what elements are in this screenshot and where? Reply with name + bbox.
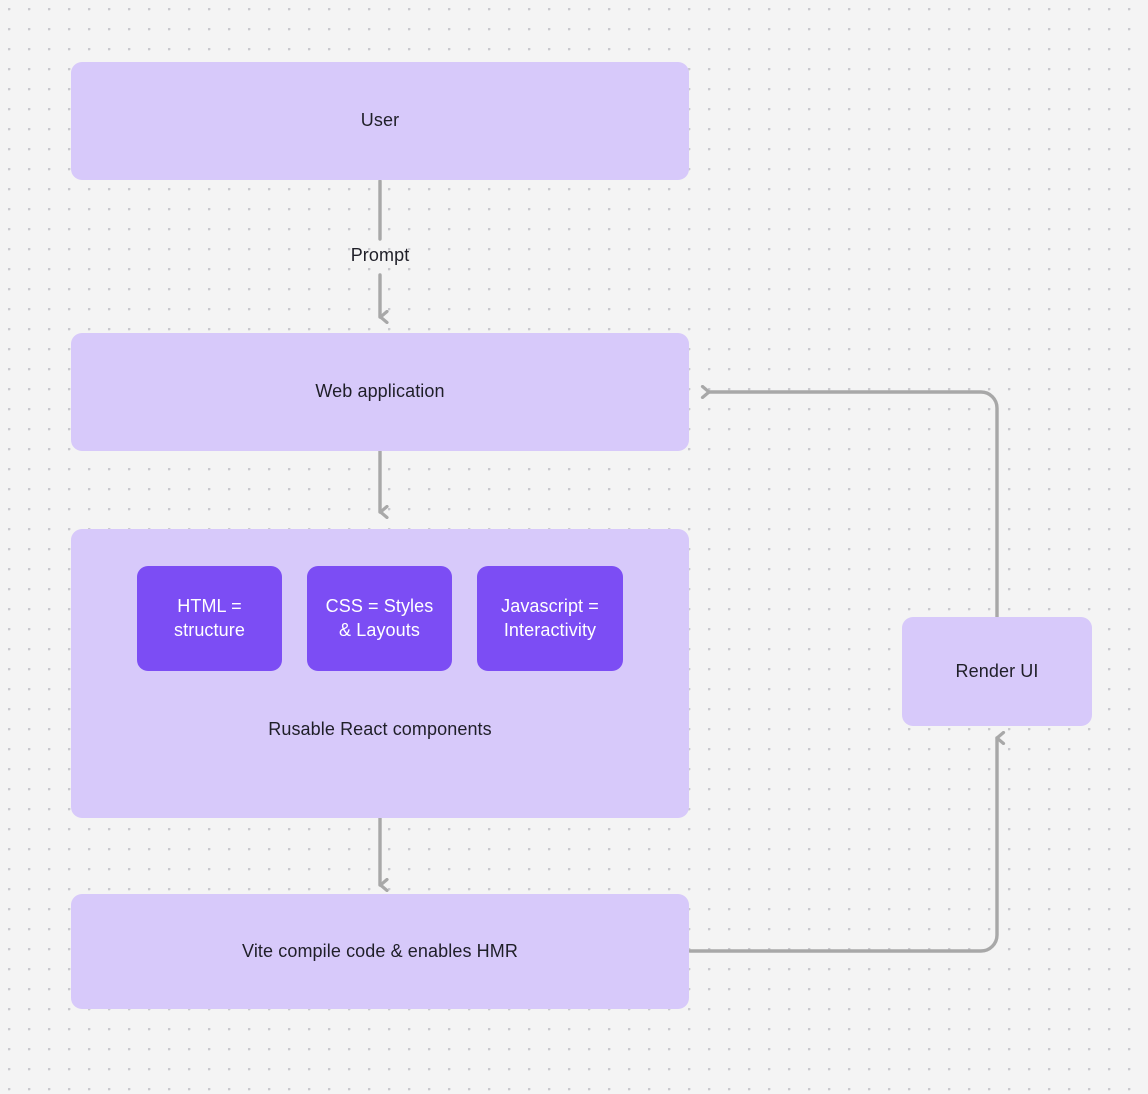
edge-vite-to-render-ui <box>688 738 997 953</box>
chip-javascript[interactable]: Javascript = Interactivity <box>477 566 623 671</box>
node-web-application-label: Web application <box>315 381 445 402</box>
node-user[interactable]: User <box>71 62 689 180</box>
chip-css[interactable]: CSS = Styles & Layouts <box>307 566 452 671</box>
node-render-ui-label: Render UI <box>955 660 1039 681</box>
components-group-caption: Rusable React components <box>268 719 492 739</box>
edge-render-ui-to-web-application <box>709 392 999 619</box>
chip-html[interactable]: HTML = structure <box>137 566 282 671</box>
chip-javascript-label: Javascript = Interactivity <box>501 595 599 640</box>
node-render-ui[interactable]: Render UI <box>902 617 1092 726</box>
node-user-label: User <box>360 110 400 131</box>
chip-html-label: HTML = structure <box>174 595 245 640</box>
node-vite-label: Vite compile code & enables HMR <box>242 940 518 961</box>
chip-css-label: CSS = Styles & Layouts <box>325 595 434 640</box>
node-vite[interactable]: Vite compile code & enables HMR <box>71 894 689 1009</box>
edge-label-prompt: Prompt <box>350 245 410 265</box>
node-web-application[interactable]: Web application <box>71 333 689 451</box>
